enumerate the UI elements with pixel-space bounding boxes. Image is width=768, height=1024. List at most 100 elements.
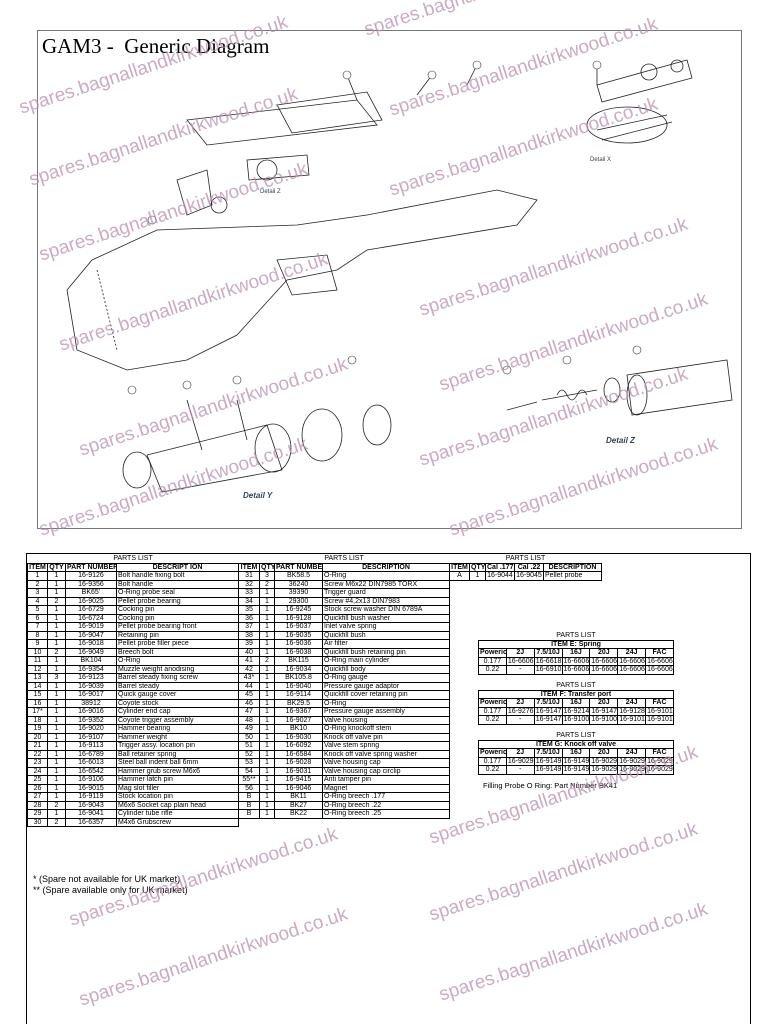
table-header-cell: 20J — [589, 648, 619, 658]
table-cell: 16-9043 — [65, 800, 117, 810]
table-cell: 16-6724 — [65, 613, 117, 623]
table-header-cell: Cal .177 — [485, 562, 515, 572]
table-cell: 16-9367 — [274, 707, 323, 717]
table-caption-row: PARTS LIST — [450, 555, 602, 563]
table-cell: 16-9029 — [645, 765, 674, 775]
table-cell: 35 — [238, 605, 260, 615]
table-cell: 8 — [27, 630, 48, 640]
table-cell: Valve stem spring — [321, 741, 451, 751]
table-cell: 20 — [27, 732, 48, 742]
table-cell: 16-9020 — [65, 724, 117, 734]
table-cell: 23 — [27, 758, 48, 768]
table-cell: 32 — [238, 579, 260, 589]
table-cell: 16-9037 — [274, 622, 323, 632]
muzzle-parts — [596, 59, 693, 103]
table-cell: 12 — [27, 664, 48, 674]
table-cell: O-Ring gauge — [321, 673, 451, 683]
table-header-cell: QTY — [259, 562, 275, 572]
table-cell: Coyote trigger assembly — [115, 715, 240, 725]
table-caption-row: PARTS LIST — [479, 632, 674, 640]
table-subtitle: ITEM F: Transfer port — [478, 689, 674, 699]
parts-list-frame — [26, 553, 751, 1024]
table-cell: - — [505, 765, 535, 775]
table-cell: 18 — [27, 715, 48, 725]
table-cell: BK65’ — [65, 588, 117, 598]
table-cell: 4 — [27, 596, 48, 606]
table-cell: 16-9046 — [274, 783, 323, 793]
table-cell: 1 — [47, 698, 66, 708]
table-cell: 16-9149 — [533, 756, 563, 766]
table-cell: Inlet valve spring — [321, 622, 451, 632]
table-cell: 0.177 — [478, 656, 507, 666]
table-cell: 16-6606 — [589, 665, 619, 675]
table-cell: 1 — [259, 809, 275, 819]
table-cell: 1 — [259, 732, 275, 742]
table-cell: 1 — [259, 681, 275, 691]
table-cell: BK104 — [65, 656, 117, 666]
action-parts — [246, 154, 310, 181]
table-cell: 1 — [259, 588, 275, 598]
table-cell: O-Ring — [321, 698, 451, 708]
table-header-cell: 16J — [561, 648, 591, 658]
diagram-frame — [37, 30, 742, 529]
table-cell: BK29.5 — [274, 698, 323, 708]
table-cell: Stock screw washer DIN 6789A — [321, 605, 451, 615]
table-header-cell: QTY — [47, 562, 66, 572]
table-header-cell: 2J — [505, 648, 535, 658]
table-header-cell: Powerical — [478, 698, 507, 708]
table-cell: 1 — [259, 766, 275, 776]
table-cell: 16-6542 — [65, 766, 117, 776]
table-cell: 16-6092 — [274, 741, 323, 751]
footnote-1: * (Spare not available for UK market) — [33, 874, 181, 884]
table-cell: 2 — [47, 596, 66, 606]
table-cell: 40 — [238, 647, 260, 657]
table-cell: Magnet — [321, 783, 451, 793]
table-cell: 1 — [259, 741, 275, 751]
table-cell: 16-9044 — [485, 571, 515, 581]
table-cell: Cylinder end cap — [115, 707, 240, 717]
table-cell: 16-9039 — [65, 681, 117, 691]
table-cell: 16-6606 — [617, 665, 647, 675]
table-header-cell: 2J — [505, 698, 535, 708]
table-cell: 52 — [238, 749, 260, 759]
footnote-2: ** (Spare available only for UK market) — [33, 885, 188, 895]
table-cell: 16-9113 — [65, 741, 117, 751]
table-cell: 16-9018 — [65, 639, 117, 649]
table-cell: 13 — [27, 673, 48, 683]
table-cell: 16-6013 — [65, 758, 117, 768]
table-cell: 17* — [27, 707, 48, 717]
table-cell: BK58.5 — [274, 571, 323, 581]
table-cell: 16-9049 — [65, 647, 117, 657]
table-header-cell: FAC — [645, 698, 674, 708]
table-cell: 1 — [259, 707, 275, 717]
table-cell: A — [449, 571, 470, 581]
table-cell: 1 — [259, 775, 275, 785]
table-cell: BK115 — [274, 656, 323, 666]
table-header-cell: 16J — [561, 698, 591, 708]
table-cell: 50 — [238, 732, 260, 742]
table-cell: 1 — [259, 630, 275, 640]
table-header-cell: ITEM — [238, 562, 260, 572]
table-cell: 9 — [27, 639, 48, 649]
table-cell: 16-9041 — [65, 809, 117, 819]
table-cell: 16-9119 — [65, 792, 117, 802]
